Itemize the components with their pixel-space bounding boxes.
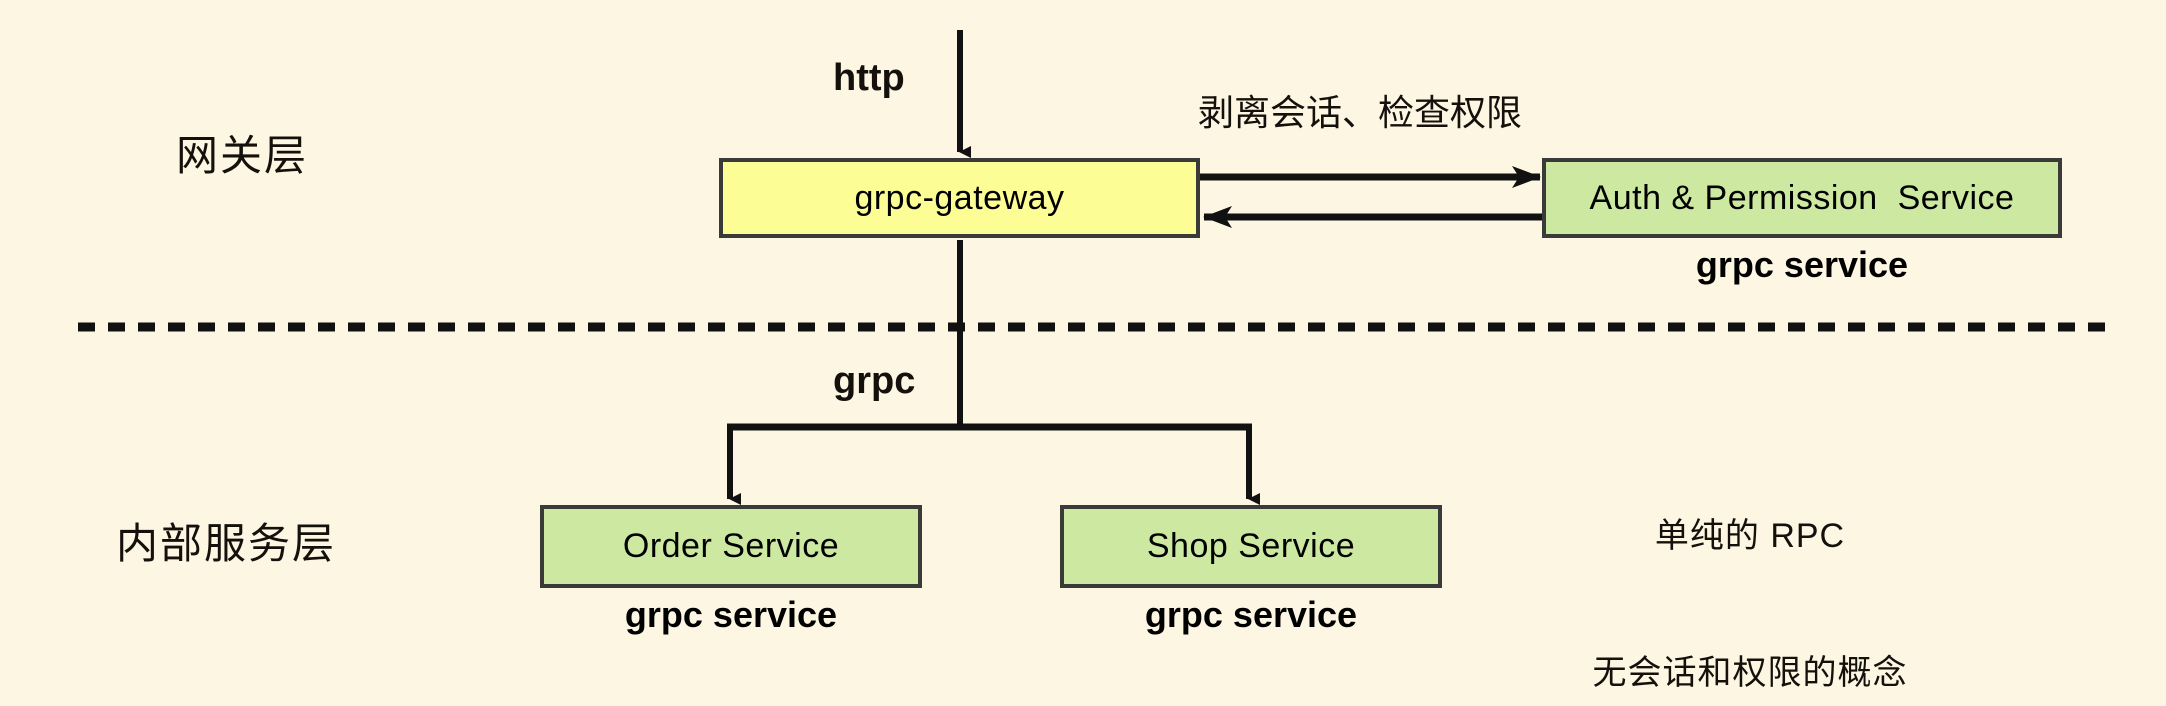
node-order-service[interactable]: Order Service — [540, 505, 922, 588]
node-shop-service[interactable]: Shop Service — [1060, 505, 1442, 588]
node-order-service-caption: grpc service — [624, 594, 838, 635]
node-grpc-gateway-label: grpc-gateway — [854, 178, 1065, 217]
node-auth-permission-service-caption: grpc service — [1695, 244, 1909, 285]
edge-label-grpc: grpc — [833, 360, 916, 402]
node-order-service-label: Order Service — [622, 527, 840, 565]
rpc-annotation: 单纯的 RPC 无会话和权限的概念 — [1530, 422, 1970, 706]
rpc-annotation-line-2: 无会话和权限的概念 — [1592, 654, 1908, 693]
layer-label-gateway: 网关层 — [176, 132, 309, 179]
layer-label-internal: 内部服务层 — [116, 520, 337, 567]
node-grpc-gateway[interactable]: grpc-gateway — [719, 158, 1200, 238]
edge-label-auth-request: 剥离会话、检查权限 — [1198, 92, 1523, 133]
node-auth-permission-service-label: Auth & Permission Service — [1589, 178, 2015, 217]
edge-label-http: http — [833, 57, 905, 99]
node-auth-permission-service[interactable]: Auth & Permission Service — [1542, 158, 2062, 238]
node-shop-service-caption: grpc service — [1144, 594, 1358, 635]
rpc-annotation-line-1: 单纯的 RPC — [1654, 516, 1846, 555]
node-shop-service-label: Shop Service — [1146, 527, 1356, 565]
